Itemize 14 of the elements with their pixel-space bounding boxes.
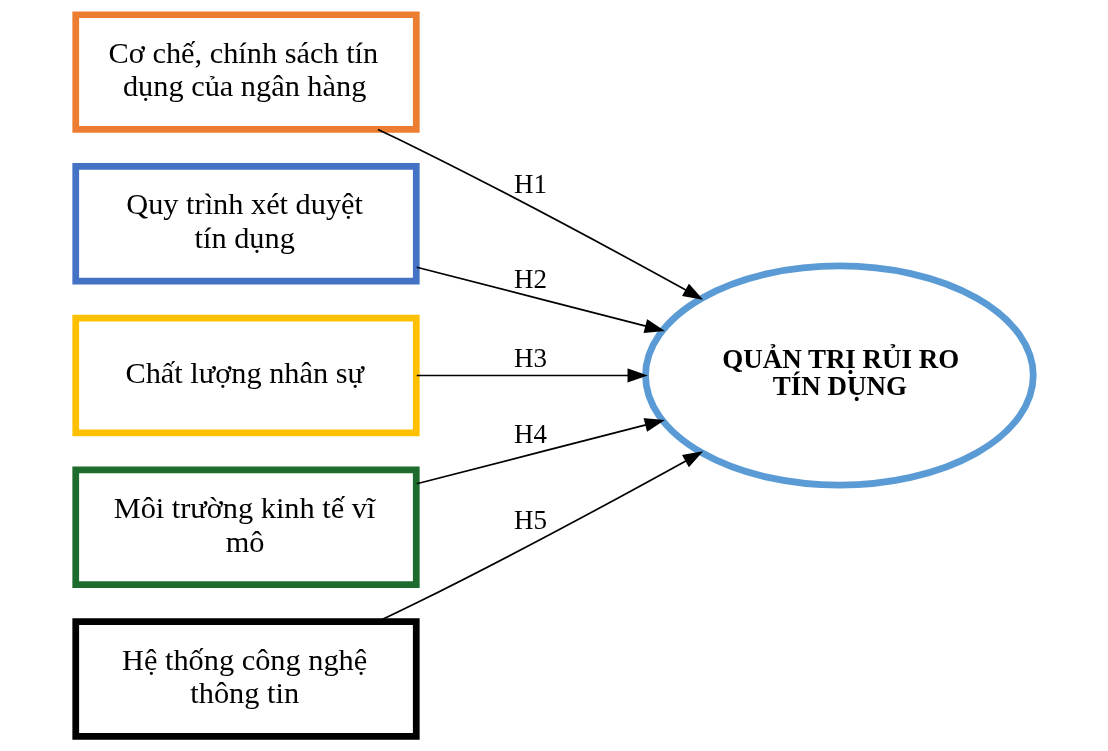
node-box: Cơ chế, chính sách tín dụng của ngân hàng <box>71 11 420 133</box>
arrow <box>415 368 648 383</box>
edge-label: H4 <box>513 418 547 449</box>
arrow <box>415 266 665 333</box>
arrow <box>415 418 665 485</box>
arrow <box>376 128 703 300</box>
node-box: Quy trình xét duyệt tín dụng <box>71 163 420 285</box>
edge-label: H2 <box>513 263 547 294</box>
node-box: Môi trường kinh tế vĩ mô <box>71 466 420 588</box>
edge-label: H3 <box>513 342 547 373</box>
edge-label: H5 <box>513 504 547 535</box>
edge-label: H1 <box>513 169 547 200</box>
node-box: Hệ thống công nghệ thông tin <box>71 618 420 740</box>
node-box: Chất lượng nhân sự <box>71 314 420 437</box>
